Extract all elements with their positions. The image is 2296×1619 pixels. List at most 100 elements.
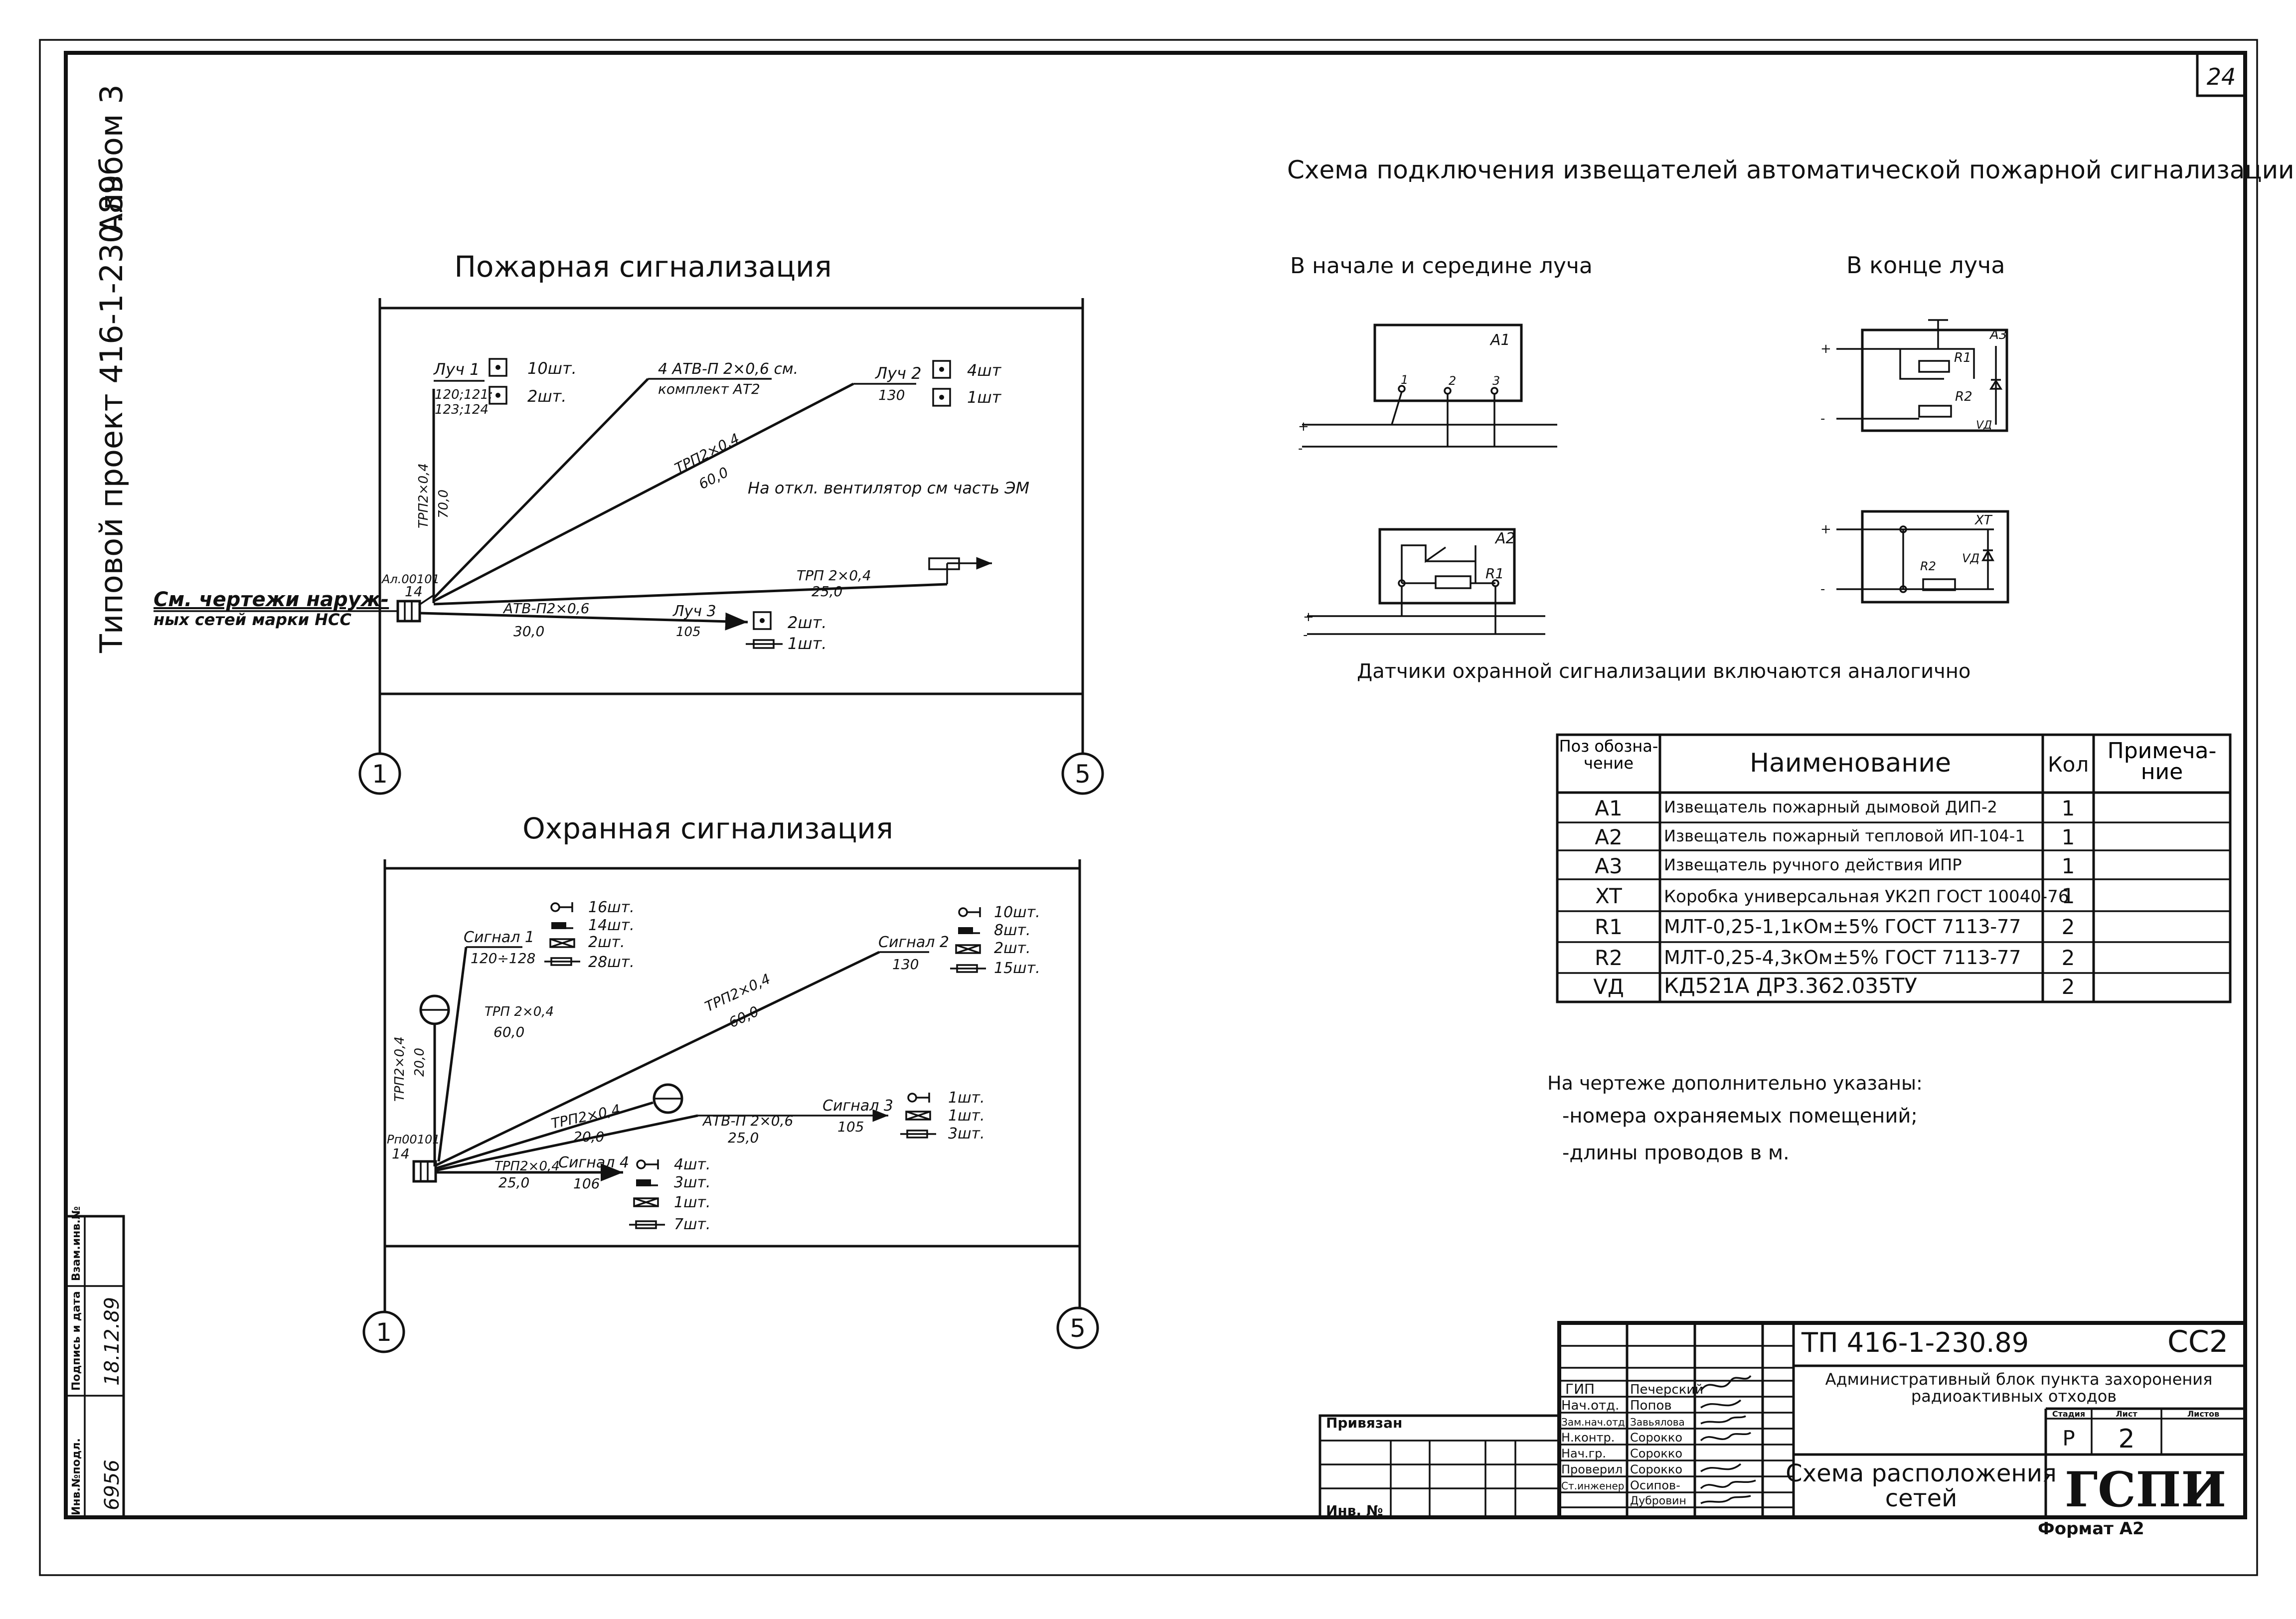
axis-label-1: 1 <box>372 760 388 789</box>
manual-point-a3-scheme: A3 R1 R2 VД + - <box>1820 319 2008 432</box>
spec-qty: 1 <box>2062 825 2075 849</box>
spec-qty: 1 <box>2062 884 2075 908</box>
fire-atv-label-2: комплект АТ2 <box>658 381 760 397</box>
fan-outlet-icon <box>928 557 960 570</box>
volume-detector-icon <box>551 922 573 929</box>
stage-header: Стадия <box>2052 1409 2085 1419</box>
note-line-2: -номера охраняемых помещений; <box>1562 1105 1918 1128</box>
axis-marker-1 <box>358 752 401 795</box>
sig4-count-3: 1шт. <box>674 1194 711 1211</box>
sig1-legend: 16шт. 14шт. 2шт. 28шт. <box>544 899 635 971</box>
pin-1: 1 <box>1401 373 1408 387</box>
sec-atv-len: 25,0 <box>728 1130 759 1146</box>
axis-label-5: 5 <box>1075 760 1091 789</box>
label-r2: R2 <box>1920 559 1936 573</box>
connection-schemes: Схема подключения извещателей автоматиче… <box>1287 156 2295 683</box>
name-8: Дубровин <box>1630 1495 1686 1507</box>
axis-marker-5 <box>1056 1306 1099 1349</box>
sheet-header: Лист <box>2116 1409 2137 1419</box>
album-label: Альбом 3 <box>93 84 130 234</box>
name-5: Сорокко <box>1630 1447 1682 1460</box>
inv-header-sign: Подпись и дата <box>70 1291 83 1391</box>
sig2-count-2: 8шт. <box>994 922 1031 939</box>
label-a1: A1 <box>1489 331 1510 349</box>
glass-break-detector-icon <box>549 938 575 948</box>
manual-call-point-icon <box>753 611 772 630</box>
sig4-legend: 4шт. 3шт. 1шт. 7шт. <box>629 1156 711 1233</box>
sec-trp-v: ТРП2×0,4 <box>392 1036 407 1102</box>
end-resistor-icon <box>544 957 580 966</box>
security-title: Охранная сигнализация <box>522 811 893 845</box>
drawing-name-2: сетей <box>1885 1484 1958 1512</box>
sec-trp-v-len: 20,0 <box>412 1048 427 1077</box>
sig4-name: Сигнал 4 <box>558 1154 629 1171</box>
fire-junction-box <box>396 600 421 623</box>
inv-no-label: Инв. № <box>1326 1502 1383 1519</box>
drawing-name-1: Схема расположения <box>1786 1459 2057 1487</box>
plus-sign: + <box>1303 610 1314 625</box>
name-4: Сорокко <box>1630 1431 1682 1445</box>
beam2-name: Луч 2 <box>875 364 921 383</box>
minus-sign: - <box>1820 411 1825 426</box>
label-a3: A3 <box>1989 327 2007 342</box>
contact-detector-icon <box>958 907 981 917</box>
project-label: Типовой проект 416-1-230.89 <box>93 174 130 653</box>
project-code: ТП 416-1-230.89 <box>1801 1327 2029 1358</box>
name-3: Завьялова <box>1630 1416 1685 1428</box>
sig3-count-1: 1шт. <box>948 1089 985 1107</box>
beam2-count-2: 1шт <box>967 388 1002 407</box>
spec-name: МЛТ-0,25-4,3кОм±5% ГОСТ 7113-77 <box>1664 947 2021 969</box>
end-resistor-icon <box>900 1130 936 1138</box>
fire-node-num: 14 <box>405 583 423 600</box>
role-5: Нач.гр. <box>1561 1447 1606 1460</box>
sig3-room: 105 <box>837 1119 864 1135</box>
beam3-room: 105 <box>676 625 701 640</box>
label-xt: XT <box>1974 513 1993 528</box>
security-node-label: Рп00101 <box>387 1133 440 1146</box>
spec-name: Извещатель ручного действия ИПР <box>1664 855 1962 874</box>
fire-ref-text-2: ных сетей марки НСС <box>154 610 352 629</box>
role-2: Нач.отд. <box>1561 1398 1619 1413</box>
sig1-rooms: 120÷128 <box>471 950 535 967</box>
pin-2: 2 <box>1449 374 1456 388</box>
security-alarm-diagram: Охранная сигнализация 1 5 Рп00101 14 ТРП… <box>362 811 1099 1353</box>
sheet-frame <box>39 39 2258 1576</box>
table-row: R2 МЛТ-0,25-4,3кОм±5% ГОСТ 7113-77 2 <box>1595 946 2075 970</box>
name-6: Сорокко <box>1630 1462 1682 1476</box>
siren-icon <box>653 1083 683 1114</box>
organization-name: ГСПИ <box>2065 1461 2226 1518</box>
spec-name: Коробка универсальная УК2П ГОСТ 10040-76 <box>1664 887 2069 907</box>
spec-pos: R1 <box>1595 915 1623 939</box>
spec-table: Поз обозна-чение Наименование Кол Примеч… <box>1556 733 2232 1003</box>
sig3-name: Сигнал 3 <box>822 1097 893 1115</box>
inventory-box: Инв.№подл. Подпись и дата Взам.инв.№ 695… <box>64 1206 125 1519</box>
sig2-room: 130 <box>892 956 919 972</box>
object-name-2: радиоактивных отходов <box>1911 1387 2117 1406</box>
role-1: ГИП <box>1565 1381 1595 1397</box>
sig2-count-1: 10шт. <box>994 904 1040 921</box>
heat-detector-a2-scheme: A2 R1 + - <box>1303 528 1545 643</box>
sig4-count-4: 7шт. <box>674 1216 711 1233</box>
spec-qty: 2 <box>2062 946 2075 970</box>
fire-node-label: Ал.00101 <box>381 572 440 586</box>
spec-pos: A2 <box>1595 825 1622 849</box>
table-row: XT Коробка универсальная УК2П ГОСТ 10040… <box>1595 884 2075 908</box>
role-4: Н.контр. <box>1561 1431 1615 1445</box>
axis-label-1: 1 <box>376 1318 392 1347</box>
sig1-count-3: 2шт. <box>588 934 625 951</box>
spec-header-note: Примеча-ние <box>2107 738 2217 785</box>
inv-value-podl: 6956 <box>101 1459 124 1510</box>
fire-alarm-diagram: Пожарная сигнализация 1 5 См. чертежи на… <box>154 250 1104 795</box>
beam2-room: 130 <box>878 387 905 403</box>
fire-note: На откл. вентилятор см часть ЭМ <box>748 479 1029 497</box>
note-line-3: -длины проводов в м. <box>1562 1141 1790 1164</box>
sig1-count-1: 16шт. <box>588 899 635 916</box>
heat-detector-icon <box>932 388 951 407</box>
fire-trp-h: ТРП 2×0,4 <box>797 567 871 584</box>
inv-value-date: 18.12.89 <box>101 1297 124 1386</box>
fire-atv-low: АТВ-П2×0,6 <box>502 600 589 617</box>
sig2-count-4: 15шт. <box>994 960 1040 977</box>
sig4-count-2: 3шт. <box>674 1174 711 1191</box>
siren-icon <box>419 994 450 1025</box>
spec-pos: A3 <box>1595 854 1622 878</box>
